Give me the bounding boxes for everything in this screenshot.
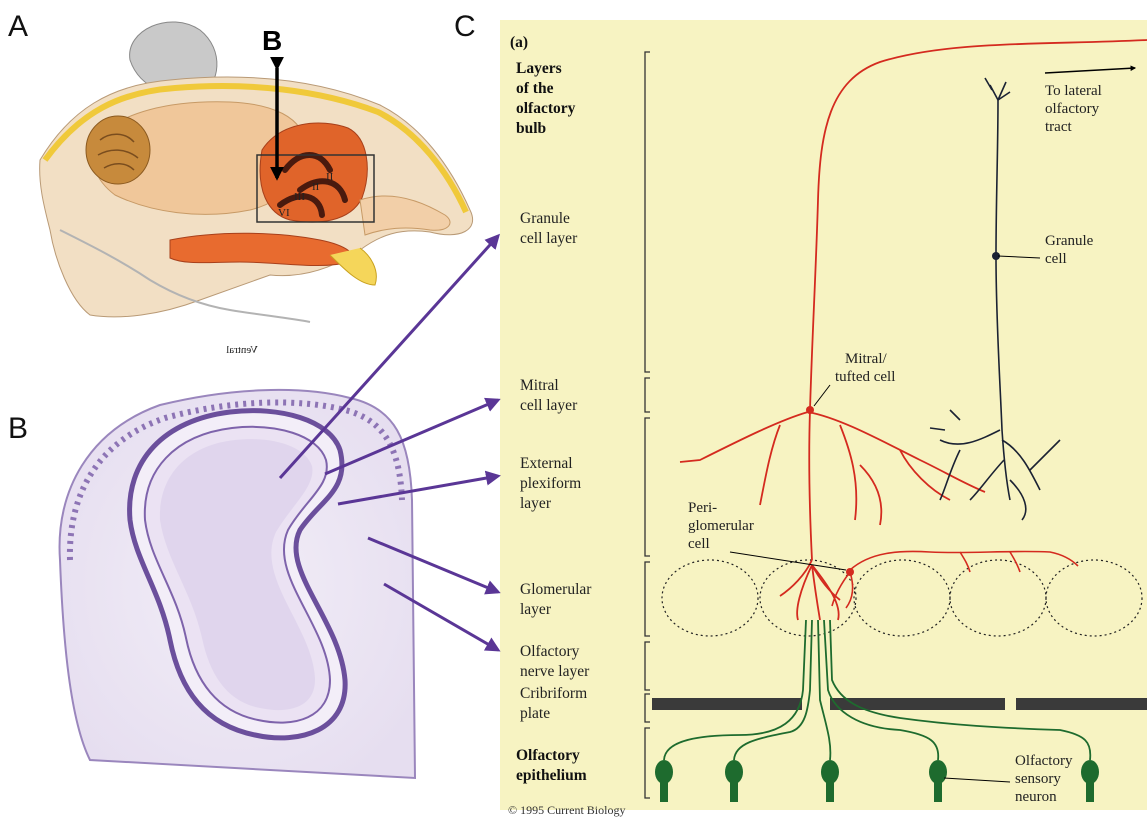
label-periglomerular-1: Peri- xyxy=(688,500,717,516)
panel-letter-c: C xyxy=(454,10,476,43)
roman-label-1: II xyxy=(326,171,334,183)
panel-c-title-line1: Layers xyxy=(516,60,562,77)
layer-cribriform-line1: Cribriform xyxy=(520,685,587,702)
panel-b-nissl-section xyxy=(60,390,415,778)
label-sensory-1: Olfactory xyxy=(1015,753,1073,769)
layer-plexiform-line2: plexiform xyxy=(520,475,581,492)
epithelium-line2: epithelium xyxy=(516,767,587,784)
layer-nerve-line1: Olfactory xyxy=(520,643,580,660)
layer-granule-line1: Granule xyxy=(520,210,570,227)
label-granule-1: Granule xyxy=(1045,233,1094,249)
panel-c-title-line2: of the xyxy=(516,80,554,97)
layer-nerve-line2: nerve layer xyxy=(520,663,590,680)
roman-label-4: VI xyxy=(278,207,290,219)
label-sensory-3: neuron xyxy=(1015,789,1057,805)
layer-glomerular-line2: layer xyxy=(520,601,552,618)
layer-glomerular-line1: Glomerular xyxy=(520,581,592,598)
label-lateral-tract-3: tract xyxy=(1045,119,1072,135)
cribriform-plate xyxy=(652,698,1147,710)
panel-c-title-line4: bulb xyxy=(516,120,546,137)
layer-plexiform-line3: layer xyxy=(520,495,552,512)
mitral-soma xyxy=(806,406,814,414)
layer-mitral-line2: cell layer xyxy=(520,397,578,414)
roman-label-2: II xyxy=(312,181,320,193)
layer-mitral-line1: Mitral xyxy=(520,377,559,394)
roman-label-3: III xyxy=(294,191,305,203)
panel-b-marker-label: B xyxy=(262,25,282,56)
layer-cribriform-line2: plate xyxy=(520,705,550,722)
layer-granule-line2: cell layer xyxy=(520,230,578,247)
panel-letter-b: B xyxy=(8,412,28,445)
label-granule-2: cell xyxy=(1045,251,1067,267)
panel-c-title-line3: olfactory xyxy=(516,100,576,117)
panel-c-sublabel: (a) xyxy=(510,34,528,51)
layer-plexiform-line1: External xyxy=(520,455,573,472)
panel-letter-a: A xyxy=(8,10,28,43)
label-lateral-tract-1: To lateral xyxy=(1045,83,1102,99)
label-mitral-1: Mitral/ xyxy=(845,351,887,367)
label-periglomerular-3: cell xyxy=(688,536,710,552)
epithelium-line1: Olfactory xyxy=(516,747,580,764)
label-lateral-tract-2: olfactory xyxy=(1045,101,1100,117)
copyright-text: © 1995 Current Biology xyxy=(508,803,625,817)
label-sensory-2: sensory xyxy=(1015,771,1061,787)
label-periglomerular-2: glomerular xyxy=(688,518,754,534)
periglomerular-soma xyxy=(846,568,854,576)
ventral-label: Ventral xyxy=(226,344,258,356)
panel-a-head-illustration: II II III VI Ventral xyxy=(40,22,473,356)
label-mitral-2: tufted cell xyxy=(835,369,895,385)
